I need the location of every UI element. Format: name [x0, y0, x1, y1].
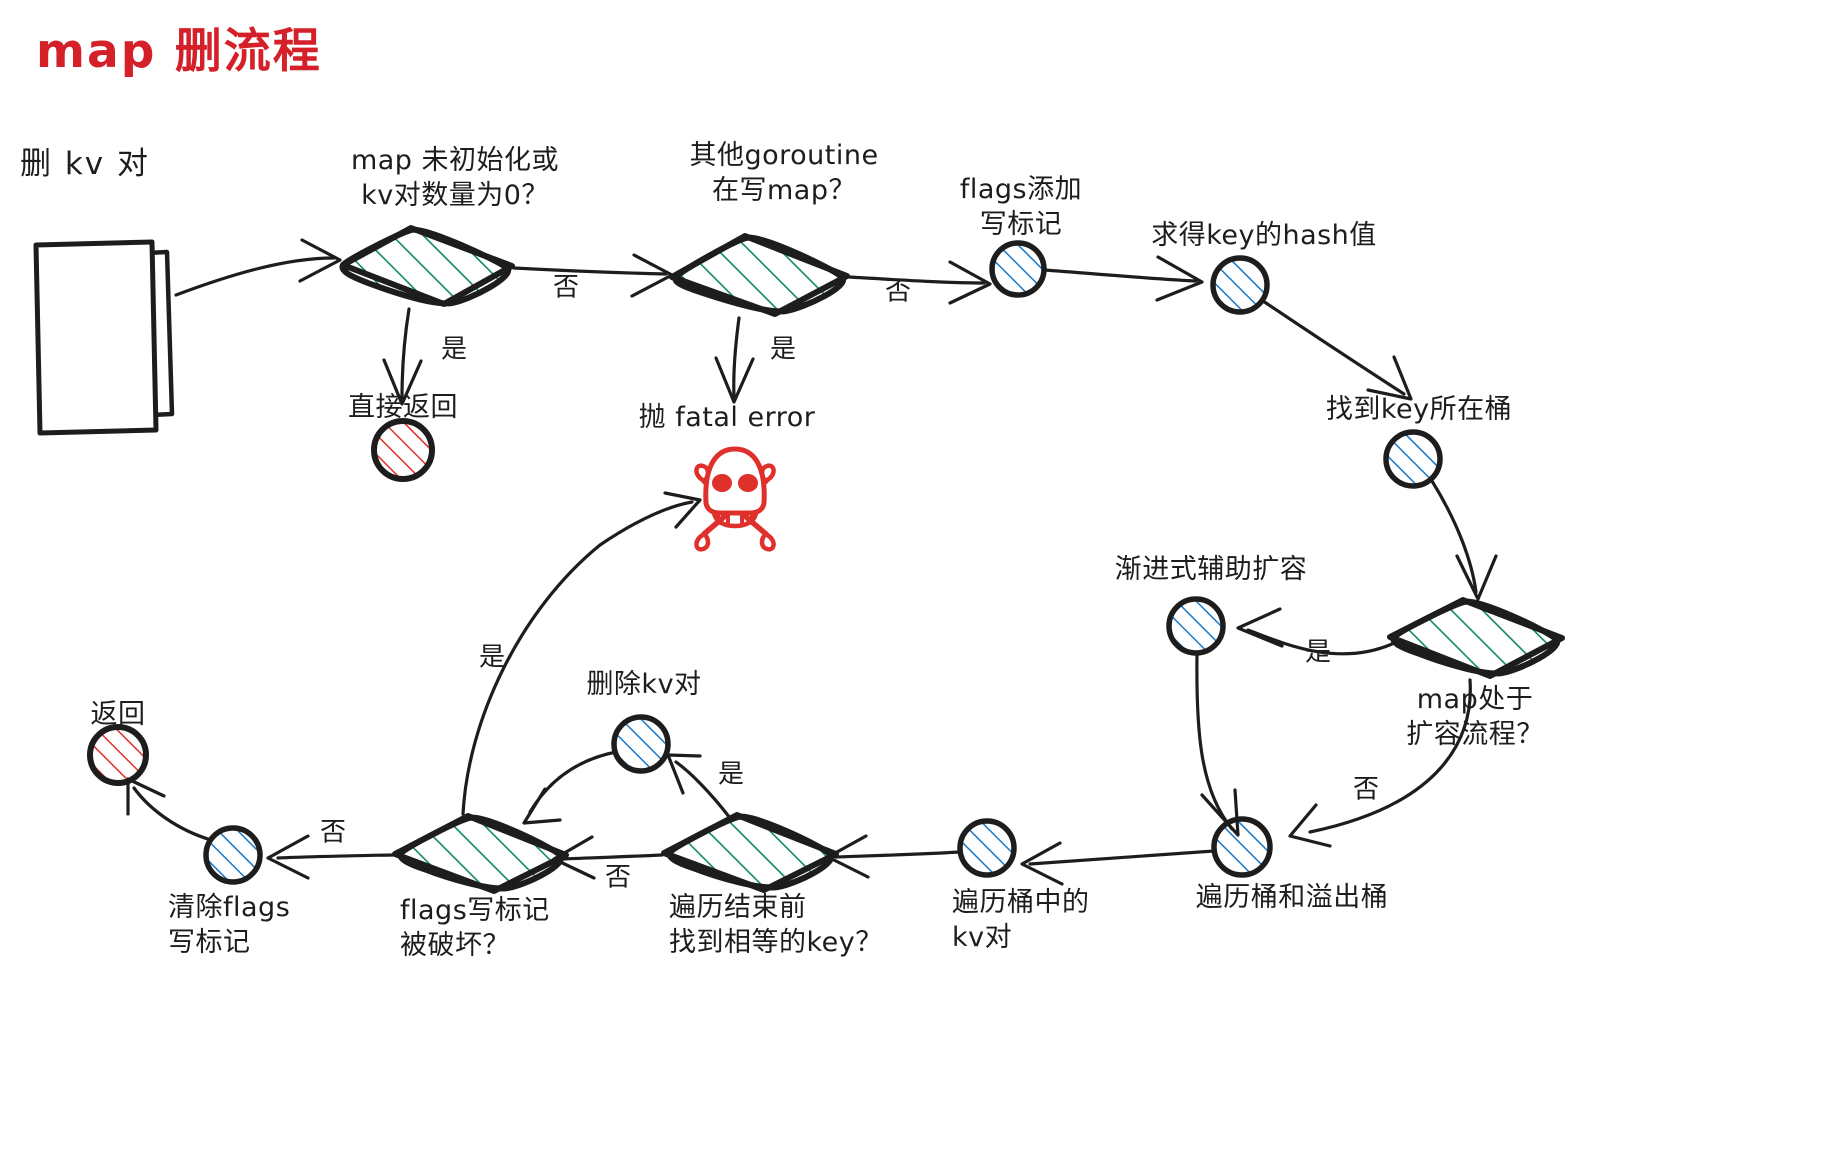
edge-label-d2-yes: 是 [769, 334, 797, 365]
edge-label-d4-yes: 是 [717, 759, 745, 790]
edge-label-d3-no: 否 [1352, 774, 1380, 805]
edge-d5-to-fatal [461, 491, 702, 816]
edge-label-d5-yes: 是 [478, 642, 506, 673]
edge-clear-flags-to-ret-end [126, 777, 213, 842]
node-iter-bucket-process [1211, 816, 1273, 878]
edge-d2-to-fatal [714, 316, 755, 404]
edge-find-bucket-to-d3 [1430, 479, 1498, 601]
edge-d1-to-ret-direct [382, 307, 423, 406]
node-label-ret-direct: 直接返回 [348, 392, 458, 423]
node-flags-add-process [989, 240, 1047, 298]
edge-label-d5-no: 否 [319, 817, 347, 848]
node-clear-flags-process [203, 825, 263, 885]
edge-label-d2-no: 否 [884, 276, 912, 307]
edge-iter-bucket-to-iter-kv [1020, 841, 1216, 886]
node-find-bucket-process [1383, 429, 1443, 489]
node-label-d2: 其他goroutine 在写map？ [689, 140, 879, 207]
edge-d2-to-flags-add [847, 260, 992, 305]
node-d3-decision [1387, 597, 1565, 679]
node-label-hash: 求得key的hash值 [1151, 220, 1377, 251]
node-label-flags-add: flags添加 写标记 [959, 174, 1083, 241]
node-iter-kv-process [957, 818, 1017, 878]
node-label-ret-end: 返回 [90, 699, 146, 730]
node-grow-help-process [1166, 596, 1226, 656]
node-label-d3: map处于 扩容流程？ [1406, 684, 1544, 751]
edge-d1-to-d2 [512, 253, 674, 298]
node-label-iter-bucket: 遍历桶和溢出桶 [1195, 882, 1389, 913]
node-label-find-bucket: 找到key所在桶 [1325, 394, 1513, 425]
edge-iter-kv-to-d4 [826, 834, 962, 879]
node-label-iter-kv: 遍历桶中的 kv对 [952, 887, 1090, 954]
edge-label-d1-yes: 是 [440, 334, 468, 365]
skull-and-crossbones-icon [694, 446, 776, 552]
start-node-label: 删 kv 对 [20, 146, 151, 182]
page-title: map 删流程 [36, 24, 322, 79]
edge-d3-to-grow-help [1236, 607, 1394, 656]
node-start-stacked-docs [33, 239, 175, 436]
node-d4-decision [661, 812, 839, 893]
node-d5-decision [392, 813, 569, 894]
node-label-d1: map 未初始化或 kv对数量为0？ [350, 145, 560, 212]
node-hash-process [1210, 255, 1270, 315]
node-ret-direct-terminal [371, 418, 435, 482]
node-d2-decision [669, 233, 850, 317]
node-label-d4: 遍历结束前 找到相等的key？ [669, 892, 883, 959]
node-label-clear-flags: 清除flags 写标记 [168, 892, 291, 959]
node-label-fatal: 抛 fatal error [638, 402, 816, 433]
edge-del-kv-to-d5 [522, 750, 618, 825]
edge-d3-to-iter-bucket [1288, 678, 1472, 848]
edge-grow-help-to-iter-bucket [1195, 652, 1240, 837]
node-d1-decision [339, 225, 515, 307]
edge-label-d1-no: 否 [552, 272, 580, 303]
node-label-d5: flags写标记 被破坏？ [400, 895, 550, 962]
node-label-grow-help: 渐进式辅助扩容 [1114, 554, 1308, 585]
edge-label-d4-no: 否 [604, 862, 632, 893]
edge-flags-add-to-hash [1043, 255, 1204, 302]
node-ret-end-terminal [87, 724, 149, 786]
node-del-kv-process [611, 714, 671, 774]
node-label-del-kv: 删除kv对 [586, 669, 702, 700]
edge-d5-to-clear-flags [266, 834, 395, 880]
edge-label-d3-yes: 是 [1304, 637, 1332, 668]
edge-start-to-d1 [174, 238, 342, 297]
edge-hash-to-find-bucket [1261, 299, 1413, 401]
